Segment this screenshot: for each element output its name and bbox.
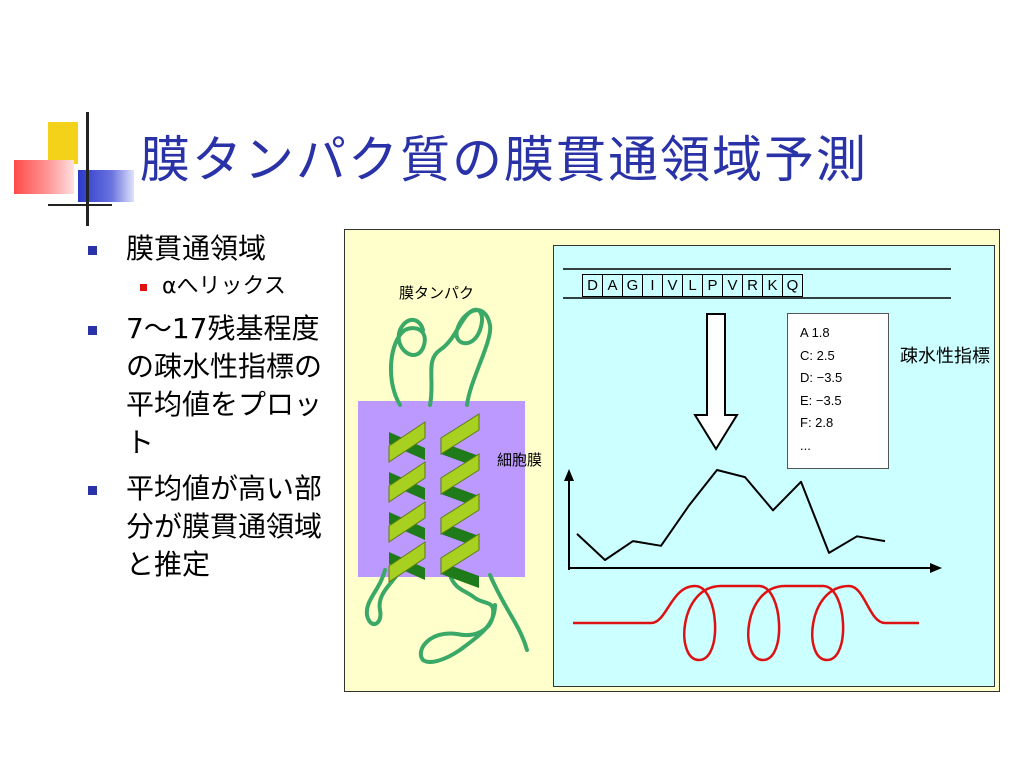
helix-front-ribbon xyxy=(440,533,480,575)
helix-front-ribbon xyxy=(440,493,480,535)
helix-front-ribbon xyxy=(388,501,426,543)
bullet-text: 膜貫通領域 xyxy=(126,232,267,265)
residue-cell: A xyxy=(602,274,623,297)
plot-y-axis-arrowhead-icon xyxy=(564,469,574,481)
scale-entry: ... xyxy=(800,437,811,453)
scale-entry: C: 2.5 xyxy=(800,347,835,363)
residue-cell: Q xyxy=(782,274,803,297)
protein-loop xyxy=(364,568,399,626)
protein-label: 膜タンパク xyxy=(399,284,475,302)
helix-front-ribbon xyxy=(388,541,426,583)
scale-entry: F: 2.8 xyxy=(800,415,834,430)
bullet-marker-icon xyxy=(88,246,97,255)
plot-x-axis-arrowhead-icon xyxy=(930,563,942,573)
bullet-marker-icon xyxy=(88,486,97,495)
bullet-item: 膜貫通領域 xyxy=(86,230,336,268)
figure-drawing xyxy=(358,268,951,664)
hydrophobicity-label: 疎水性指標 xyxy=(900,346,990,367)
bullet-marker-icon xyxy=(88,326,97,335)
membrane-label: 細胞膜 xyxy=(497,448,542,473)
residue-cell: I xyxy=(642,274,663,297)
helix-coil-line xyxy=(573,584,919,662)
sequence-table: D A G I V L P V R K Q xyxy=(582,274,803,297)
residue-cell: D xyxy=(582,274,603,297)
helix-front-ribbon xyxy=(388,461,426,503)
scale-entry: E: −3.5 xyxy=(800,392,842,408)
slide-title: 膜タンパク質の膜貫通領域予測 xyxy=(140,131,868,189)
transmembrane-helix xyxy=(440,413,480,588)
bullet-item: 7〜17残基程度の疎水性指標の平均値をプロット xyxy=(86,310,336,462)
hydrophobicity-scale-box: A 1.8 C: 2.5 D: −3.5 E: −3.5 F: 2.8 ... xyxy=(787,313,889,469)
protein-loop xyxy=(418,573,497,664)
bullet-text: 7〜17残基程度の疎水性指標の平均値をプロット xyxy=(126,312,323,459)
bullet-text: 平均値が高い部分が膜貫通領域と推定 xyxy=(126,472,323,581)
down-arrow-icon xyxy=(693,313,739,451)
prediction-figure: 膜タンパク 細胞膜 D A G I V L P V R K Q A 1.8 C:… xyxy=(344,229,1000,692)
bullet-item: 平均値が高い部分が膜貫通領域と推定 xyxy=(86,470,336,584)
scale-entry: D: −3.5 xyxy=(800,370,843,385)
transmembrane-helix xyxy=(388,421,426,583)
helix-front-ribbon xyxy=(388,421,426,463)
residue-cell: V xyxy=(662,274,683,297)
helix-front-ribbon xyxy=(440,453,480,495)
residue-cell: P xyxy=(702,274,723,297)
residue-cell: V xyxy=(722,274,743,297)
protein-loop xyxy=(488,573,529,652)
hydrophobicity-profile-line xyxy=(576,469,886,561)
decorative-vertical-line xyxy=(86,112,89,226)
protein-loop xyxy=(388,317,427,407)
decorative-red-square xyxy=(14,160,74,194)
scale-entry: A 1.8 xyxy=(800,325,830,340)
residue-cell: R xyxy=(742,274,763,297)
decorative-horizontal-line xyxy=(48,204,112,206)
helix-front-ribbon xyxy=(440,413,480,455)
analysis-panel xyxy=(553,245,995,687)
sub-bullet-item: αへリックス xyxy=(86,272,336,302)
decorative-yellow-square xyxy=(48,122,78,164)
sub-bullet-marker-icon xyxy=(140,284,147,291)
protein-loop xyxy=(428,307,493,407)
residue-cell: K xyxy=(762,274,783,297)
residue-cell: L xyxy=(682,274,703,297)
sub-bullet-text: αへリックス xyxy=(162,274,286,299)
bullet-list: 膜貫通領域 αへリックス 7〜17残基程度の疎水性指標の平均値をプロット 平均値… xyxy=(86,230,336,592)
residue-cell: G xyxy=(622,274,643,297)
